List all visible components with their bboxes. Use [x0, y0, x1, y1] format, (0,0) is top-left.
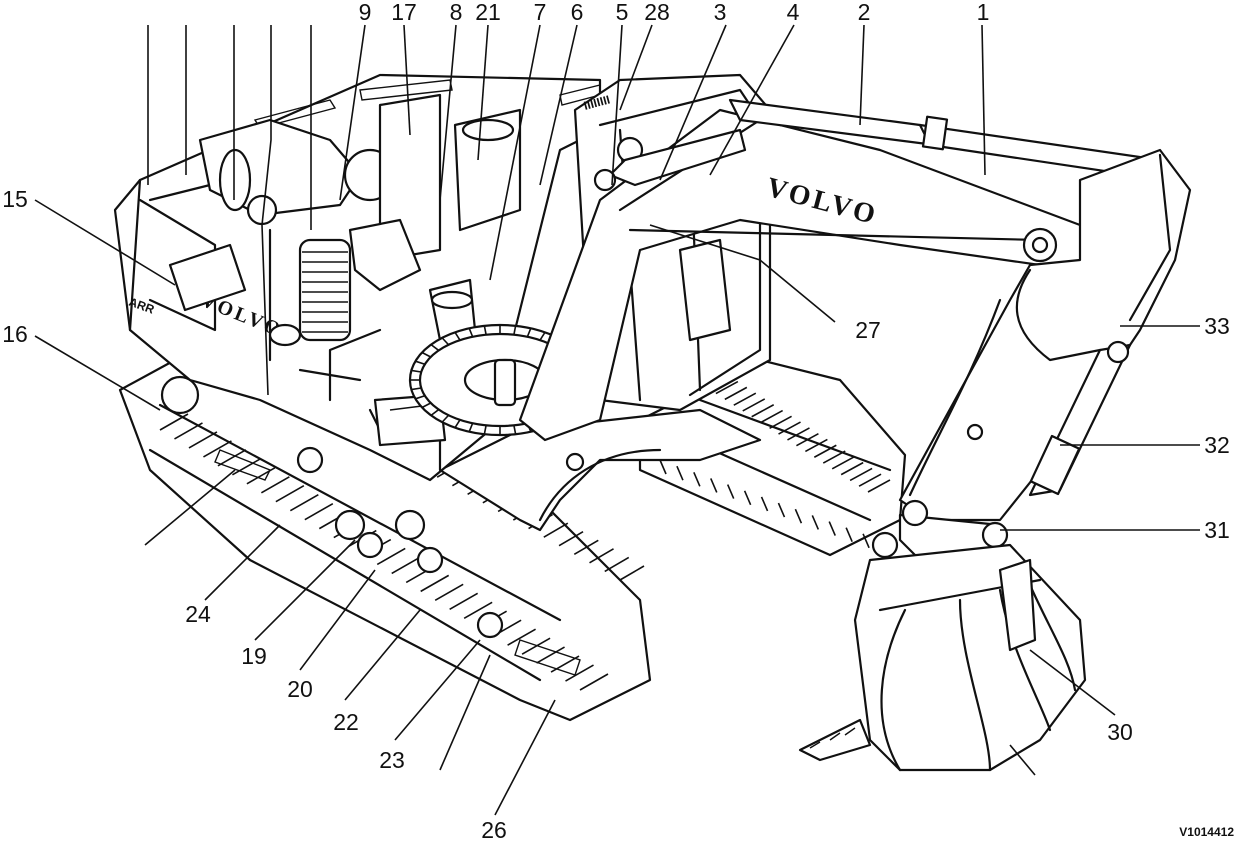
callout-9: 9	[359, 0, 372, 25]
callout-5: 5	[616, 0, 629, 25]
callout-20: 20	[287, 676, 313, 702]
callout-26: 26	[481, 817, 507, 842]
callout-24: 24	[185, 601, 211, 627]
callout-22: 22	[333, 709, 359, 735]
callout-30: 30	[1107, 719, 1133, 745]
callout-16: 16	[2, 321, 28, 347]
leader-lines	[34, 24, 1200, 816]
arm	[898, 148, 1192, 522]
figure-code: V1014412	[1179, 825, 1234, 839]
callout-3: 3	[714, 0, 727, 25]
callout-2: 2	[858, 0, 871, 25]
callout-33: 33	[1204, 313, 1230, 339]
callout-8: 8	[450, 0, 463, 25]
callout-23: 23	[379, 747, 405, 773]
callout-21: 21	[475, 0, 501, 25]
rear-track	[638, 358, 907, 557]
callout-31: 31	[1204, 517, 1230, 543]
boom: VOLVO	[518, 108, 1092, 442]
callout-7: 7	[534, 0, 547, 25]
callout-19: 19	[241, 643, 267, 669]
carbody	[438, 408, 762, 532]
callout-1: 1	[977, 0, 990, 25]
callout-17: 17	[391, 0, 417, 25]
cab-badge: IIIIIIII	[582, 92, 611, 112]
callout-15: 15	[2, 186, 28, 212]
callout-32: 32	[1204, 432, 1230, 458]
bucket	[798, 543, 1087, 772]
callout-6: 6	[571, 0, 584, 25]
callout-4: 4	[787, 0, 800, 25]
callout-28: 28	[644, 0, 670, 25]
callout-27: 27	[855, 317, 881, 343]
